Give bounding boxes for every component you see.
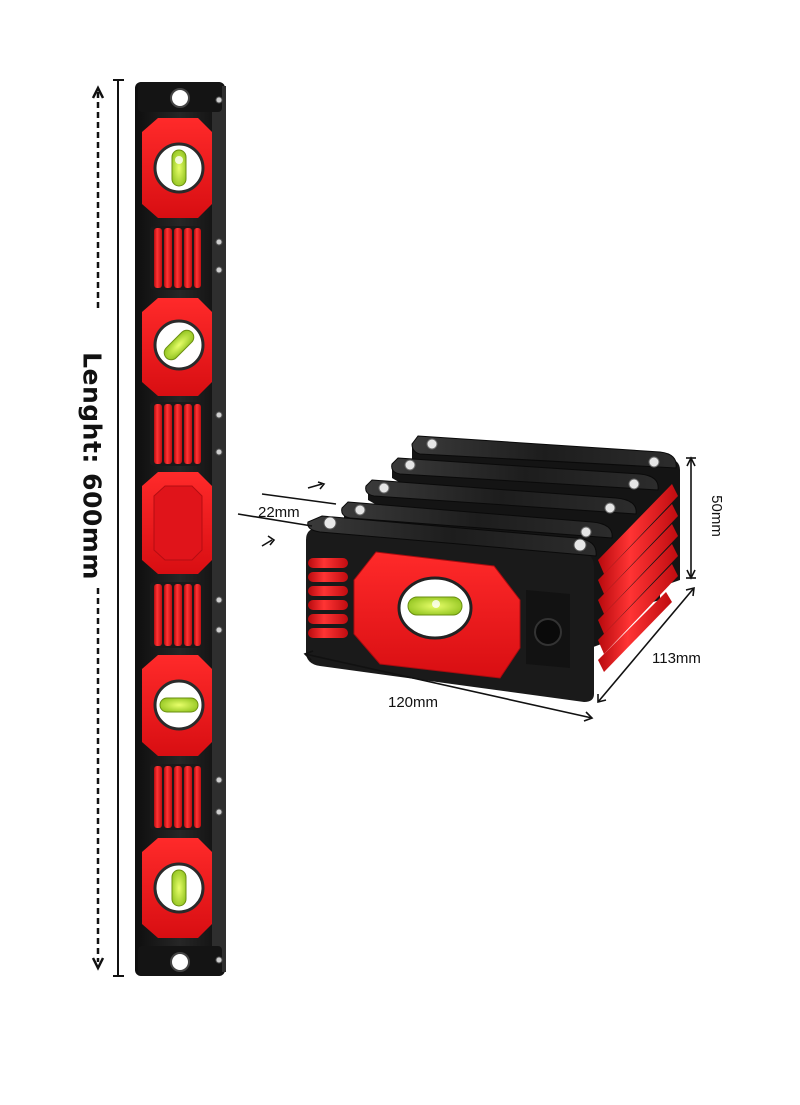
depth-label: 113mm [652,650,701,667]
hang-hole-top [170,88,190,108]
thickness-label: 22mm [258,504,300,521]
folded-level [306,435,680,702]
hinge-rib-2 [150,402,202,466]
length-dimension-line [91,79,124,977]
width-label: 120mm [388,694,438,711]
hinge-rib-1 [150,226,202,290]
straight-level [135,82,226,976]
blank-pad [142,472,212,574]
length-label: Lenght: 600mm [77,352,107,580]
thickness-dimension-line [237,481,337,547]
folded-side-ribs [598,484,678,672]
hinge-rib-3 [150,582,202,648]
width-dimension-line [303,650,594,722]
height-dimension-line [686,456,696,580]
vial-pad-2 [142,298,212,396]
vial-pad-1 [142,118,212,218]
vial-pad-4 [142,838,212,938]
depth-dimension-line [597,586,695,704]
hinge-rib-4 [150,764,202,830]
folded-front-block [306,515,597,702]
vial-pad-3 [142,655,212,756]
hang-hole-bottom [170,952,190,972]
height-label: 50mm [708,495,725,537]
